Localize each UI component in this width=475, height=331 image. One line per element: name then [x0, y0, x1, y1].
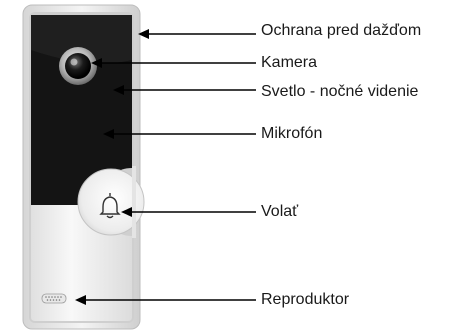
call-button[interactable]: [77, 166, 145, 238]
label-rain-guard: Ochrana pred dažďom: [261, 22, 422, 39]
bell-icon: [99, 193, 121, 219]
camera-lens-icon: [59, 47, 97, 85]
label-night-light: Svetlo - nočné videnie: [261, 83, 419, 100]
label-call: Volať: [261, 203, 299, 220]
label-camera: Kamera: [261, 54, 318, 71]
label-speaker: Reproduktor: [261, 291, 350, 308]
speaker-grille-icon: [41, 293, 67, 304]
label-microphone: Mikrofón: [261, 125, 323, 142]
